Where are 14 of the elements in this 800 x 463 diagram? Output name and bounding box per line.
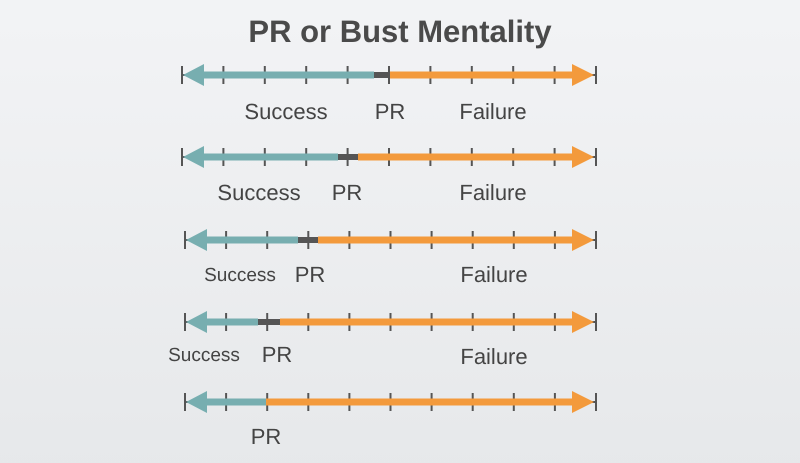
axis-label: Failure: [459, 182, 527, 204]
axis-label: Success: [217, 182, 301, 204]
axis-label: PR: [332, 182, 362, 204]
axis-label: PR: [262, 344, 292, 366]
axis-label: PR: [294, 264, 326, 286]
axis-label: Success: [244, 101, 328, 123]
axis-label: Success: [204, 266, 276, 285]
axis-label: PR: [250, 426, 282, 448]
axis-label: PR: [374, 101, 406, 123]
axis-label: Failure: [460, 346, 528, 368]
axis-label: Failure: [460, 264, 528, 286]
axis-label: Success: [168, 346, 240, 365]
axis-label: Failure: [459, 101, 527, 123]
title: PR or Bust Mentality: [248, 16, 552, 47]
